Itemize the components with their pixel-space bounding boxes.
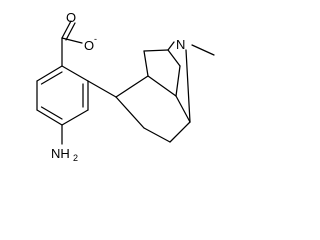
amino-nitrogen-label: NH [51,146,70,161]
carboxylate-oxygen-label: O [84,38,94,53]
n-methyl-bond [191,44,215,56]
bicycle-bond [175,95,191,123]
linker-bond [87,80,117,98]
bicycle-bond [167,49,181,67]
bicycle-bond [147,75,177,97]
structure-canvas: O O - NH 2 N [36,10,215,163]
ring-bond [36,109,63,126]
ring-bond [36,65,63,82]
ring-bond [61,65,89,82]
n-bond-lower [185,49,191,123]
bicyclic-system: N [87,37,215,143]
bicycle-bond [169,121,191,143]
bicycle-bond [143,50,149,77]
ring-double-bond [40,71,63,85]
bicycle-bond [115,96,145,129]
amino-subscript-label: 2 [73,153,78,163]
amino-group: NH 2 [51,124,78,163]
n-bond-upper [167,41,175,51]
ring-double-bond [40,106,63,120]
bicycle-bond [143,127,171,143]
bicycle-bond [115,75,149,98]
carboxylate-group: O O - [61,10,97,67]
bicycle-bond [143,49,169,52]
nitrogen-label: N [176,37,185,52]
ring-bond [61,109,89,126]
carbonyl-oxygen-label: O [66,10,76,25]
negative-charge-label: - [94,34,97,44]
molecule-diagram: O O - NH 2 N [36,10,215,163]
benzene-ring [36,65,89,126]
bicycle-bond [175,65,181,97]
carboxylate-bond [61,37,83,44]
carbonyl-bond [61,20,72,39]
carbonyl-double-bond [65,22,76,41]
